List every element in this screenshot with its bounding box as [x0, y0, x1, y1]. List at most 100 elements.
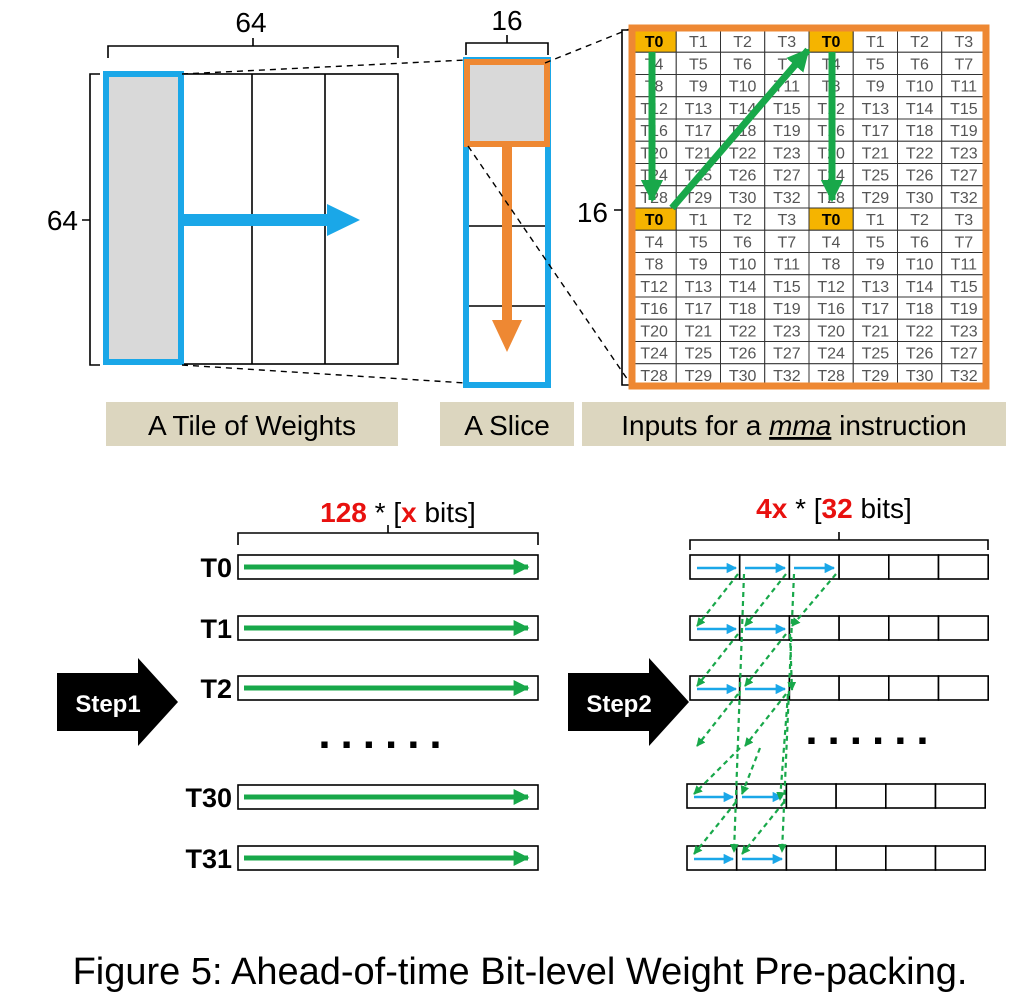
tile-height-label: 64 [47, 205, 78, 236]
mma-cell-label: T9 [689, 257, 708, 274]
mma-cell-label: T2 [910, 212, 929, 229]
word-cell [788, 675, 840, 701]
mma-cell-label: T22 [729, 145, 757, 162]
mma-cell-label: T7 [955, 56, 974, 73]
next-thread-arrow [696, 573, 739, 627]
mma-arrow-diagonal [669, 47, 811, 211]
mma-cell-label: T27 [773, 168, 801, 185]
mma-cell-label: T19 [950, 123, 978, 140]
mma-cell-label: T14 [729, 279, 757, 296]
mma-cell-label: T22 [906, 323, 934, 340]
word-cell [937, 675, 990, 701]
mma-caption-bg [582, 402, 1006, 446]
tile-first-column [103, 71, 184, 365]
word-cell [887, 615, 940, 641]
step2-panel: 4x * [32 bits] ...... Step2 [568, 493, 990, 871]
mma-cell-label: T21 [685, 145, 713, 162]
mma-cell-label: T11 [774, 257, 800, 274]
mma-cell-label: T14 [906, 101, 934, 118]
mma-cell-label: T8 [822, 257, 841, 274]
mma-cell-label: T5 [689, 56, 708, 73]
mma-cell-label: T13 [862, 101, 890, 118]
mma-cell-label: T13 [685, 279, 713, 296]
mma-cell-label: T3 [778, 34, 797, 51]
mma-cell-label: T0 [645, 212, 664, 229]
next-thread-arrow [696, 693, 739, 747]
thread-label: T31 [185, 844, 232, 874]
mma-cell-label: T13 [862, 279, 890, 296]
mma-cell-label: T9 [689, 79, 708, 96]
mma-cell-label: T17 [685, 301, 713, 318]
word-cell [785, 845, 837, 871]
word-cell [937, 615, 990, 641]
tile-caption-bg [106, 402, 398, 446]
word-cell [884, 845, 937, 871]
word-cell [934, 845, 987, 871]
mma-input-grid: 16 T0T1T2T3T0T1T2T3T4T5T6T7T4T5T6T7T8T9T… [577, 24, 990, 390]
slice-caption: A Slice [464, 410, 550, 441]
mma-cell-label: T13 [685, 101, 713, 118]
mma-cell-label: T6 [910, 56, 929, 73]
step2-header: 4x * [32 bits] [756, 493, 912, 524]
mma-cell-label: T16 [817, 301, 845, 318]
mma-cell-label: T21 [862, 323, 890, 340]
mma-cell-label: T19 [773, 123, 801, 140]
step2-label: Step2 [586, 691, 651, 718]
mma-cell-label: T9 [866, 257, 885, 274]
step1-header: 128 * [x bits] [320, 497, 476, 528]
mma-cell-label: T6 [733, 234, 752, 251]
weight-slice: 16 [463, 5, 551, 388]
next-thread-arrow [693, 747, 741, 795]
step1-label: Step1 [75, 691, 140, 718]
word-cell [884, 783, 937, 809]
tile-width-brace [107, 38, 399, 58]
mma-cell-label: T2 [733, 34, 752, 51]
slice-caption-bg [440, 402, 574, 446]
mma-cell-label: T25 [862, 168, 890, 185]
step2-ellipsis: ...... [805, 705, 938, 754]
mma-cell-label: T18 [906, 301, 934, 318]
tile-caption: A Tile of Weights [148, 410, 356, 441]
mma-cell-label: T27 [950, 168, 978, 185]
mma-cell-label: T23 [773, 145, 801, 162]
mma-cell-label: T20 [640, 323, 668, 340]
mma-cell-label: T1 [689, 212, 708, 229]
mma-caption-em: mma [769, 410, 831, 441]
mma-cell-label: T16 [640, 301, 668, 318]
mma-cell-label: T1 [866, 34, 885, 51]
mma-cell-label: T29 [685, 190, 713, 207]
mma-cell-label: T30 [729, 368, 757, 385]
mma-cell-label: T23 [950, 323, 978, 340]
mma-cell-label: T30 [729, 190, 757, 207]
tile-traverse-arrow [181, 204, 360, 236]
next-thread-arrow [693, 801, 737, 855]
mma-cell-label: T21 [862, 145, 890, 162]
mma-cell-label: T32 [950, 190, 978, 207]
mma-cell-label: T15 [950, 101, 978, 118]
mma-cell-label: T3 [955, 34, 974, 51]
mma-cell-label: T3 [955, 212, 974, 229]
mma-cell-label: T8 [645, 257, 664, 274]
mma-cell-label: T15 [773, 101, 801, 118]
mma-cell-label: T32 [773, 368, 801, 385]
tile-width-label: 64 [235, 7, 266, 38]
mma-cell-label: T6 [910, 234, 929, 251]
mma-cell-label: T24 [817, 346, 845, 363]
mma-cell-label: T0 [822, 34, 841, 51]
step1-arrow-badge [57, 658, 178, 746]
mma-cell-label: T28 [640, 368, 668, 385]
next-thread-arrow [777, 573, 796, 853]
next-thread-arrow [744, 633, 787, 687]
mma-caption: Inputs for a mma instruction [621, 410, 967, 441]
mma-cell-label: T25 [862, 346, 890, 363]
mma-cell-label: T26 [729, 346, 757, 363]
word-cell [838, 675, 890, 701]
mma-cell-label: T5 [866, 56, 885, 73]
word-cell [835, 783, 887, 809]
mma-cell-label: T23 [950, 145, 978, 162]
mma-cell-label: T17 [862, 123, 890, 140]
mma-cell-label: T0 [645, 34, 664, 51]
mma-cells: T0T1T2T3T0T1T2T3T4T5T6T7T4T5T6T7T8T9T10T… [631, 29, 987, 387]
